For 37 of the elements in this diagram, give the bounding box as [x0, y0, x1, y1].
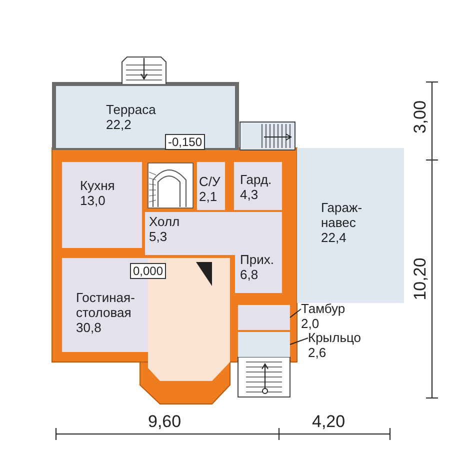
room-area-value: 6,8 — [240, 267, 260, 282]
room-area — [197, 162, 225, 210]
room-area — [235, 255, 282, 293]
room-name: Тамбур — [301, 301, 346, 316]
room-area-value: 22,4 — [321, 230, 348, 245]
room-area-value: 5,3 — [149, 229, 168, 244]
room-area — [238, 332, 290, 357]
room-area-value: 30,8 — [76, 320, 102, 335]
room-name: С/У — [199, 174, 220, 189]
room-name: Крыльцо — [308, 330, 362, 345]
room-area-value: 22,2 — [106, 117, 132, 132]
leader-line — [290, 308, 302, 318]
level-mark: -0,150 — [165, 134, 206, 150]
room-area — [238, 305, 290, 330]
room-name: Гард. — [240, 172, 272, 187]
leader-line — [290, 338, 308, 345]
room-name: Холл — [149, 214, 180, 229]
room-area-value: 2,1 — [199, 189, 218, 204]
room-name: Кухня — [80, 178, 115, 193]
room-name: Гараж-навес — [321, 200, 364, 230]
dimension-value: 3,00 — [412, 100, 430, 134]
room-name: Гостиная-столовая — [76, 290, 136, 320]
room-area-value: 2,6 — [308, 345, 328, 360]
level-mark: 0,000 — [130, 263, 166, 279]
dimension-value: 9,60 — [148, 413, 182, 431]
dimension-value: 10,20 — [411, 258, 430, 300]
room-area-value: 2,0 — [301, 316, 320, 331]
room-area — [234, 162, 282, 210]
room-name: Терраса — [106, 102, 156, 117]
room-name: Прих. — [240, 252, 274, 267]
room-area — [62, 162, 142, 248]
dimension-value: 4,20 — [312, 413, 346, 431]
room-area — [297, 148, 404, 303]
room-area-value: 4,3 — [240, 187, 260, 202]
room-area-value: 13,0 — [80, 193, 106, 208]
room-area — [62, 258, 230, 352]
room-area — [145, 212, 282, 255]
